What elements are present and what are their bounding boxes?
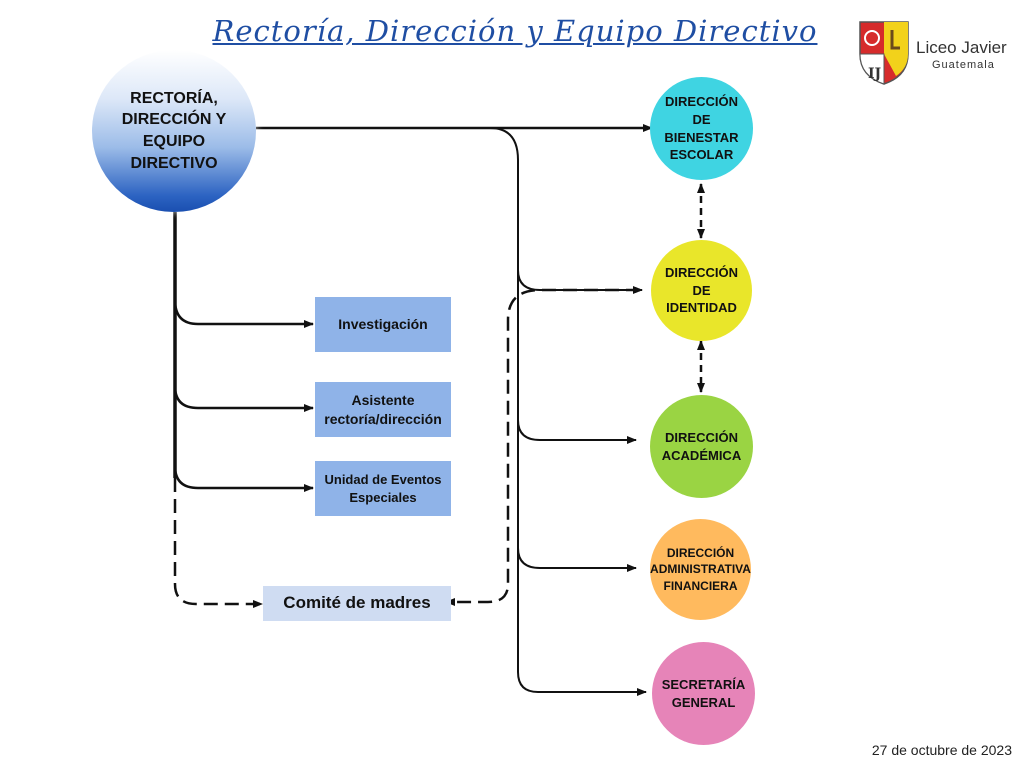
node-identidad-label: DIRECCIÓN DE IDENTIDAD (665, 265, 738, 316)
connector-to-investigacion (173, 299, 314, 328)
unit-investigacion-label: Investigación (338, 316, 428, 333)
unit-eventos-especiales-label: Unidad de Eventos Especiales (324, 471, 442, 505)
node-bienestar-escolar: DIRECCIÓN DE BIENESTAR ESCOLAR (650, 77, 753, 180)
unit-eventos-especiales: Unidad de Eventos Especiales (315, 461, 451, 516)
page-title: Rectoría, Dirección y Equipo Directivo (212, 14, 818, 48)
node-bienestar-escolar-label: DIRECCIÓN DE BIENESTAR ESCOLAR (664, 94, 739, 163)
unit-asistente-label: Asistente rectoría/dirección (324, 391, 442, 427)
document-date: 27 de octubre de 2023 (871, 742, 1012, 758)
node-identidad: DIRECCIÓN DE IDENTIDAD (651, 240, 752, 341)
node-secretaria-general-label: SECRETARÍA GENERAL (661, 676, 746, 710)
connector-trunk (489, 127, 647, 696)
root-node: RECTORÍA, DIRECCIÓN Y EQUIPO DIRECTIVO (92, 50, 256, 212)
connector-to-asistente (173, 385, 314, 412)
connector-to-administrativa (517, 547, 637, 572)
connector-root-to-comite (173, 478, 263, 608)
unit-investigacion: Investigación (315, 297, 451, 352)
committee-comite-madres: Comité de madres (263, 586, 451, 621)
logo-subtitle: Guatemala (932, 59, 995, 71)
shield-icon: IJ (859, 21, 909, 85)
school-logo: IJ Liceo Javier Guatemala (856, 16, 1016, 88)
node-administrativa-financiera: DIRECCIÓN ADMINISTRATIVA FINANCIERA (650, 519, 751, 620)
node-academica-label: DIRECCIÓN ACADÉMICA (661, 429, 742, 463)
committee-label: Comité de madres (283, 593, 431, 613)
connector-identidad-to-comite (445, 288, 640, 606)
node-secretaria-general: SECRETARÍA GENERAL (652, 642, 755, 745)
connector-to-academica (517, 419, 637, 444)
logo-name: Liceo Javier (916, 38, 1007, 57)
root-node-label: RECTORÍA, DIRECCIÓN Y EQUIPO DIRECTIVO (121, 89, 227, 172)
node-administrativa-financiera-label: DIRECCIÓN ADMINISTRATIVA FINANCIERA (650, 546, 751, 593)
node-academica: DIRECCIÓN ACADÉMICA (650, 395, 753, 498)
connector-to-identidad (517, 269, 643, 294)
svg-text:IJ: IJ (868, 66, 882, 82)
connector-to-eventos (173, 465, 314, 492)
unit-asistente: Asistente rectoría/dirección (315, 382, 451, 437)
